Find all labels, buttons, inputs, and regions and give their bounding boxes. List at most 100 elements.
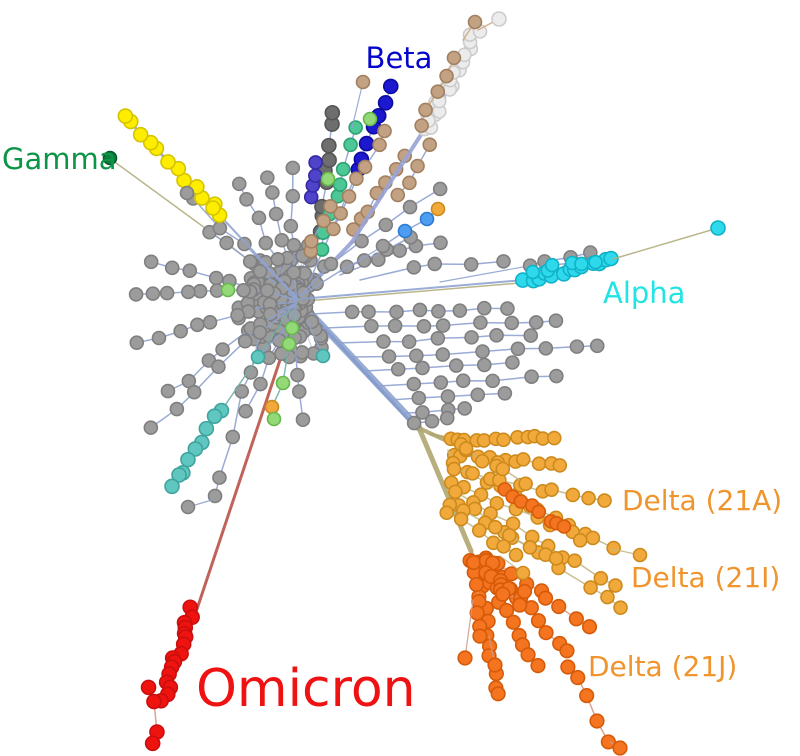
tree-node[interactable] [339,259,355,275]
tree-node[interactable] [600,734,616,750]
tree-node[interactable] [212,470,227,485]
tree-node[interactable] [171,467,187,483]
tree-node[interactable] [467,14,483,30]
tree-node[interactable] [496,254,511,269]
tree-node[interactable] [487,519,503,535]
tree-node[interactable] [146,693,162,710]
tree-node[interactable] [266,411,282,427]
tree-node[interactable] [433,375,449,390]
tree-node[interactable] [567,553,582,568]
tree-node[interactable] [219,235,234,251]
tree-node[interactable] [142,134,159,151]
tree-node[interactable] [159,285,175,301]
tree-node[interactable] [593,570,609,586]
tree-node[interactable] [259,283,275,298]
tree-node[interactable] [510,341,526,357]
tree-node[interactable] [453,511,469,527]
tree-node[interactable] [220,282,236,298]
tree-node[interactable] [143,420,159,435]
tree-node[interactable] [294,345,310,360]
tree-node[interactable] [406,415,422,431]
tree-node[interactable] [544,482,559,497]
tree-node[interactable] [215,342,230,357]
tree-node[interactable] [568,611,584,627]
tree-node[interactable] [475,344,490,359]
tree-node[interactable] [455,373,471,388]
tree-node[interactable] [316,213,331,229]
tree-node[interactable] [416,319,432,334]
tree-node[interactable] [406,260,422,275]
tree-node[interactable] [500,301,515,316]
tree-node[interactable] [376,334,391,349]
tree-node[interactable] [412,302,428,318]
tree-node[interactable] [180,499,196,515]
tree-node[interactable] [238,403,253,419]
tree-node[interactable] [320,171,336,187]
tree-node[interactable] [495,461,511,477]
tree-node[interactable] [452,303,468,318]
tree-node[interactable] [140,679,157,696]
tree-node[interactable] [570,669,586,686]
tree-node[interactable] [439,68,454,84]
tree-node[interactable] [343,137,358,153]
tree-node[interactable] [515,452,531,467]
tree-node[interactable] [274,232,290,248]
tree-node[interactable] [608,578,623,593]
tree-node[interactable] [565,487,581,503]
tree-node[interactable] [381,349,397,364]
tree-node[interactable] [613,600,628,615]
tree-node[interactable] [205,200,221,216]
tree-node[interactable] [402,199,418,215]
tree-node[interactable] [458,441,474,456]
tree-node[interactable] [252,325,268,340]
tree-node[interactable] [290,367,305,383]
tree-node[interactable] [495,586,511,602]
tree-node[interactable] [341,189,357,204]
tree-node[interactable] [390,187,406,203]
tree-node[interactable] [435,347,451,362]
tree-node[interactable] [512,597,528,613]
tree-node[interactable] [285,160,301,176]
tree-node[interactable] [179,185,195,201]
tree-node[interactable] [372,137,387,153]
tree-node[interactable] [430,201,446,217]
tree-node[interactable] [457,401,472,416]
tree-node[interactable] [465,554,482,571]
tree-node[interactable] [250,349,266,365]
tree-node[interactable] [502,528,517,543]
tree-node[interactable] [439,505,454,521]
tree-node[interactable] [275,375,291,391]
tree-node[interactable] [525,264,541,280]
tree-node[interactable] [559,643,575,659]
tree-node[interactable] [323,256,339,272]
tree-node[interactable] [515,565,531,581]
tree-node[interactable] [187,441,204,457]
tree-node[interactable] [474,453,490,469]
tree-node[interactable] [410,158,425,174]
tree-node[interactable] [422,137,438,152]
tree-node[interactable] [471,523,487,538]
tree-node[interactable] [581,490,596,506]
tree-node[interactable] [335,161,351,177]
tree-node[interactable] [239,192,254,207]
tree-node[interactable] [581,619,598,635]
tree-node[interactable] [377,95,394,111]
tree-node[interactable] [589,338,605,354]
tree-node[interactable] [284,320,300,336]
tree-node[interactable] [549,368,564,384]
tree-node[interactable] [556,519,572,534]
tree-node[interactable] [448,358,464,373]
tree-node[interactable] [326,221,341,237]
tree-node[interactable] [304,234,319,249]
tree-node[interactable] [401,334,417,350]
tree-node[interactable] [522,540,538,555]
tree-node[interactable] [524,369,539,384]
tree-node[interactable] [207,488,223,504]
tree-node[interactable] [489,495,505,511]
tree-node[interactable] [270,252,286,267]
tree-node[interactable] [164,260,180,276]
tree-node[interactable] [485,373,500,389]
tree-node[interactable] [364,318,379,334]
tree-node[interactable] [574,256,589,272]
tree-node[interactable] [169,401,185,417]
